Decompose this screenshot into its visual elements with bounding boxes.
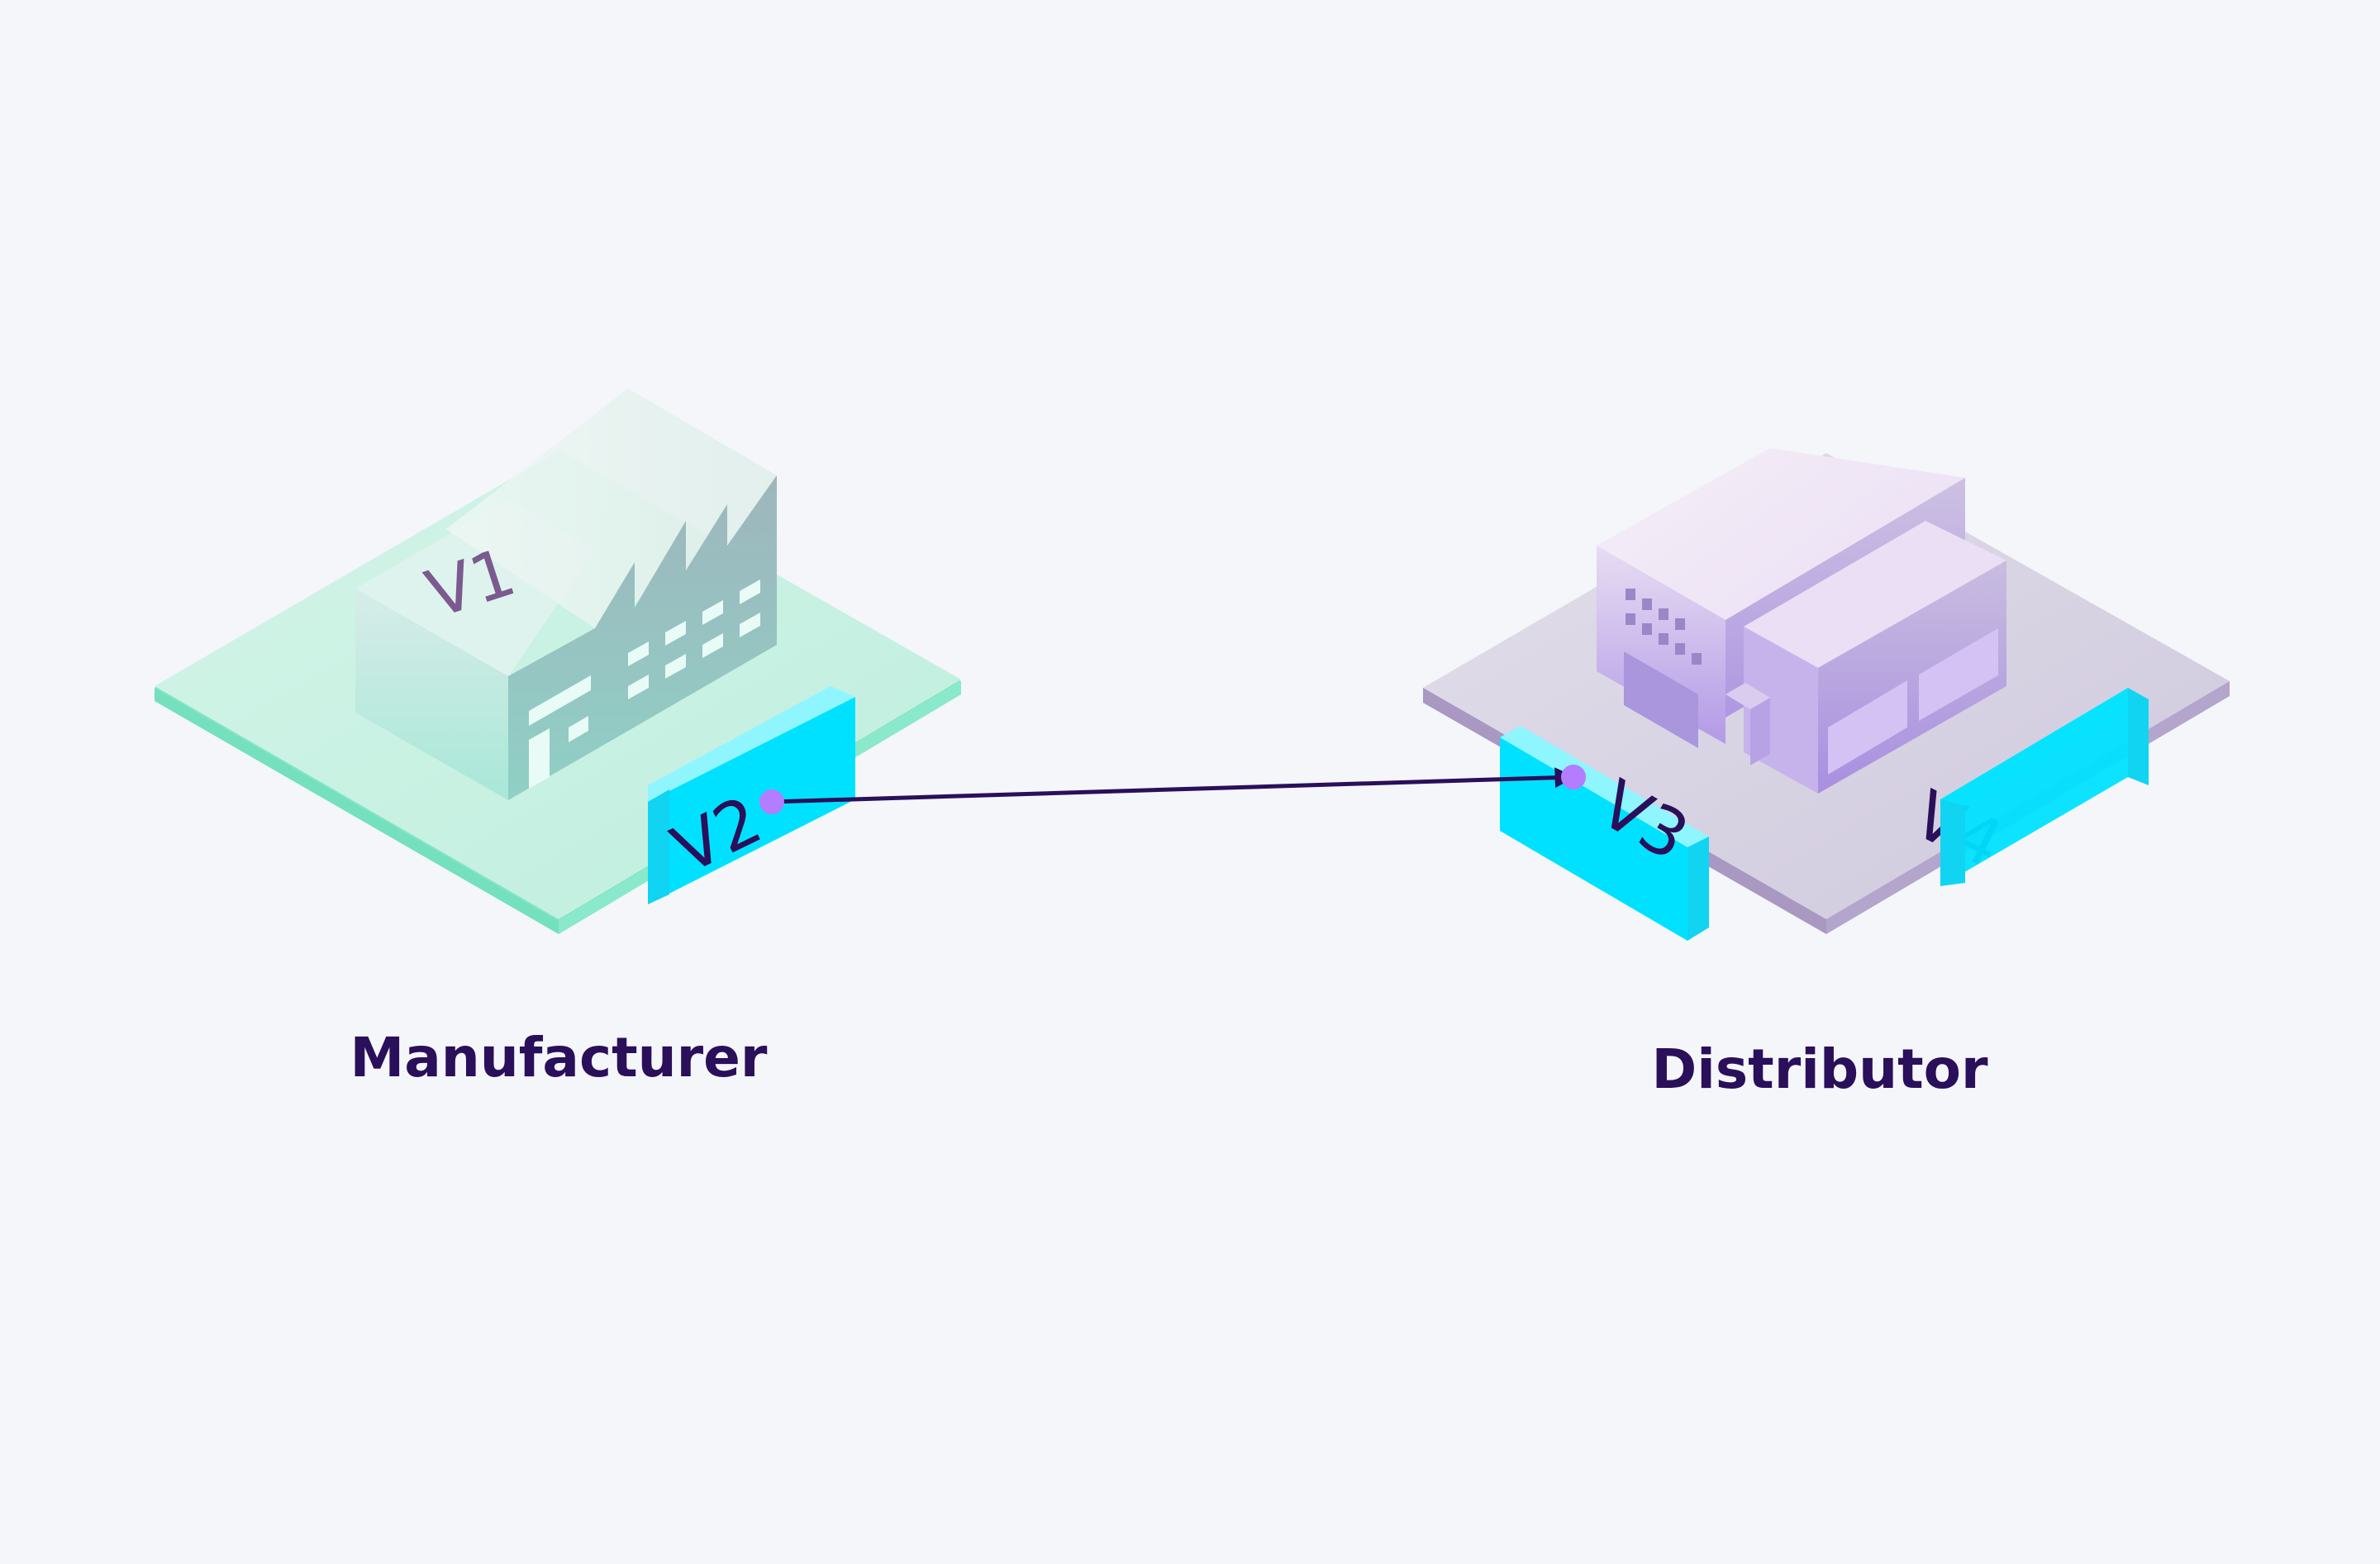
- manufacturer-node: V1 V2: [155, 389, 961, 934]
- dock-v4: [1940, 688, 2149, 886]
- distributor-node: V3 V4: [1423, 448, 2230, 941]
- connection-arrow: [771, 767, 1576, 804]
- endpoint-v3: [1561, 765, 1586, 789]
- factory-building: [355, 389, 777, 800]
- manufacturer-caption: Manufacturer: [350, 1026, 768, 1090]
- warehouse-building: [1597, 448, 2006, 794]
- endpoint-v2: [759, 789, 784, 814]
- distributor-caption: Distributor: [1651, 1037, 1988, 1101]
- edge-v2-to-v3: [759, 765, 1586, 814]
